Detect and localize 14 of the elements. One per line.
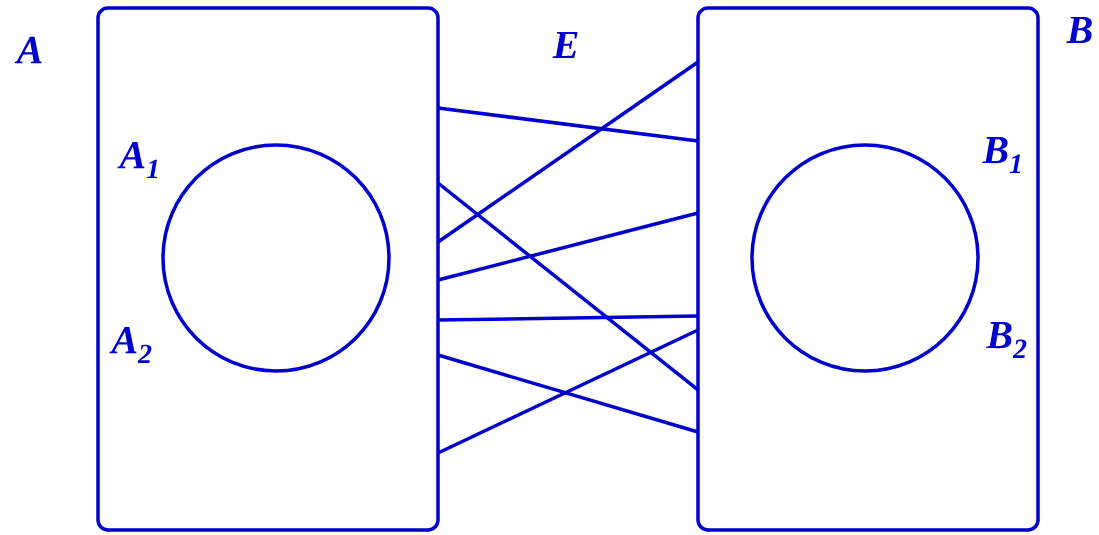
set-label: E	[552, 31, 578, 59]
line	[437, 60, 699, 244]
set-label: B	[1066, 16, 1092, 44]
set-label: A	[14, 36, 42, 64]
set-label: A$_{1}$	[117, 141, 158, 179]
set-label: A$_{2}$	[109, 326, 152, 364]
line	[438, 314, 699, 322]
set-label: B$_{1}$	[982, 137, 1021, 173]
line	[437, 328, 699, 455]
line	[437, 353, 699, 434]
line	[437, 211, 699, 282]
line	[437, 106, 699, 143]
line	[436, 181, 700, 392]
set-label: B$_{2}$	[986, 322, 1027, 358]
